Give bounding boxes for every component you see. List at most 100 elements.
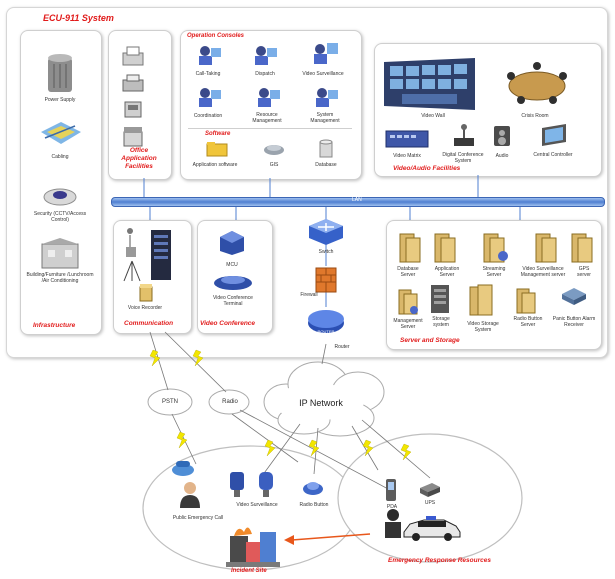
gps-server-icon <box>571 233 593 263</box>
ip-network-label: IP Network <box>299 398 343 408</box>
office-title: Office Application Facilities <box>121 147 157 170</box>
voice-recorder-icon <box>139 284 153 302</box>
video-wall-icon <box>384 58 475 110</box>
radio-cloud <box>208 389 250 415</box>
radio-label: Radio <box>222 399 238 405</box>
video-matrix-icon <box>385 130 429 148</box>
pstn-label: PSTN <box>161 399 178 405</box>
database-server-icon <box>399 233 421 263</box>
power-supply-icon <box>48 54 72 92</box>
phone-icon <box>124 101 142 118</box>
console-icon-6 <box>316 88 338 107</box>
conference-terminal-icon <box>214 276 252 290</box>
incident-site-icon <box>226 527 280 567</box>
surveillance-camera-1-icon <box>230 472 244 497</box>
power-supply-label: Power Supply <box>44 97 76 103</box>
voice-recorder-label: Voice Recorder <box>127 305 163 311</box>
software-box <box>188 128 352 173</box>
software-label-2: GIS <box>269 162 279 168</box>
ups-label: UPS <box>424 500 436 506</box>
gps-server-label: GPS server <box>577 266 591 278</box>
database-icon <box>319 139 333 158</box>
vsm-server-label: Video Surveillance Management server <box>520 266 566 278</box>
firewall-label: Firewall <box>300 292 318 298</box>
ups-icon <box>420 483 440 497</box>
central-controller-label: Central Controller <box>533 152 573 158</box>
system-title: ECU-911 System <box>43 13 114 23</box>
vsm-server-icon <box>535 233 557 263</box>
video-storage-label: Video Storage System <box>467 321 499 333</box>
field-ellipse-right <box>337 433 523 563</box>
console-icon-4 <box>199 88 221 107</box>
conference-system-icon <box>454 124 474 146</box>
infrastructure-title: Infrastructure <box>33 322 76 329</box>
crisis-room-icon <box>507 62 567 104</box>
fax-icon <box>122 46 144 66</box>
console-label-2: Dispatch <box>255 71 275 77</box>
security-camera-icon <box>43 188 77 206</box>
pda-label: PDA <box>386 504 398 510</box>
communication-title: Communication <box>124 320 174 327</box>
router-icon-text: ROUTER <box>317 329 335 334</box>
mcu-icon <box>220 231 244 255</box>
audio-label: Audio <box>495 153 509 159</box>
incident-site-label: Incident Site <box>231 568 267 574</box>
router-label: Router <box>334 344 350 350</box>
conference-label: Digital Conference System <box>442 152 484 164</box>
software-label-3: Database <box>315 162 337 168</box>
console-label-1: Call-Taking <box>195 71 221 77</box>
console-label-6: System Management <box>310 112 340 124</box>
central-controller-icon <box>542 124 566 146</box>
switch-label: Switch <box>318 249 334 255</box>
application-server-label: Application Server <box>434 266 460 278</box>
operation-title: Operation Consoles <box>187 33 245 39</box>
pda-icon <box>386 479 396 501</box>
communication-rack-icon <box>151 230 171 280</box>
video-conference-title: Video Conference <box>200 320 256 327</box>
console-icon-3 <box>314 43 338 64</box>
router-icon <box>308 310 344 333</box>
storage-system-icon <box>431 285 449 313</box>
security-label: Security (CCTV/Access Control) <box>33 211 87 223</box>
folder-icon <box>206 142 228 157</box>
video-surveillance-label: Video Surveillance <box>236 502 278 508</box>
software-label-1: Application software <box>192 162 238 168</box>
radio-button-label: Radio Button <box>299 502 329 508</box>
panic-alarm-receiver-icon <box>562 288 586 305</box>
conference-terminal-label: Video Conference Terminal <box>213 295 253 307</box>
storage-system-label: Storage system <box>432 316 450 328</box>
lan-bar <box>111 197 605 207</box>
mcu-label: MCU <box>226 262 238 268</box>
radio-button-icon <box>303 482 323 495</box>
console-label-4: Coordination <box>193 113 223 119</box>
gis-icon <box>264 145 284 155</box>
crisis-room-label: Crisis Room <box>521 113 549 119</box>
audio-icon <box>494 126 510 146</box>
caller-person-icon <box>180 482 200 508</box>
telephone-icon <box>172 461 194 476</box>
pstn-cloud <box>147 388 193 416</box>
management-server-label: Management Server <box>393 318 423 330</box>
video-matrix-label: Video Matrix <box>393 153 421 159</box>
police-car-icon <box>403 516 461 541</box>
management-server-icon <box>398 289 418 315</box>
console-icon-1 <box>199 46 221 65</box>
printer-icon <box>122 74 144 92</box>
copier-icon <box>123 127 143 147</box>
console-icon-2 <box>255 46 277 65</box>
building-label: Building/Furniture /Lunchroom /Air Condi… <box>26 272 94 284</box>
radio-button-server-icon <box>516 288 536 314</box>
emergency-resources-label: Emergency Response Resources <box>388 557 491 564</box>
video-audio-title: Video/Audio Facilities <box>393 165 461 172</box>
cabling-label: Cabling <box>51 154 69 160</box>
video-storage-icon <box>469 284 493 316</box>
console-label-5: Resource Management <box>252 112 282 124</box>
surveillance-camera-2-icon <box>259 472 273 497</box>
console-label-3: Video Surveillance <box>302 71 344 77</box>
antenna-icon <box>123 228 141 282</box>
cabling-icon <box>41 122 81 144</box>
software-title: Software <box>205 131 231 137</box>
radio-button-server-label: Radio Button Server <box>513 316 543 328</box>
